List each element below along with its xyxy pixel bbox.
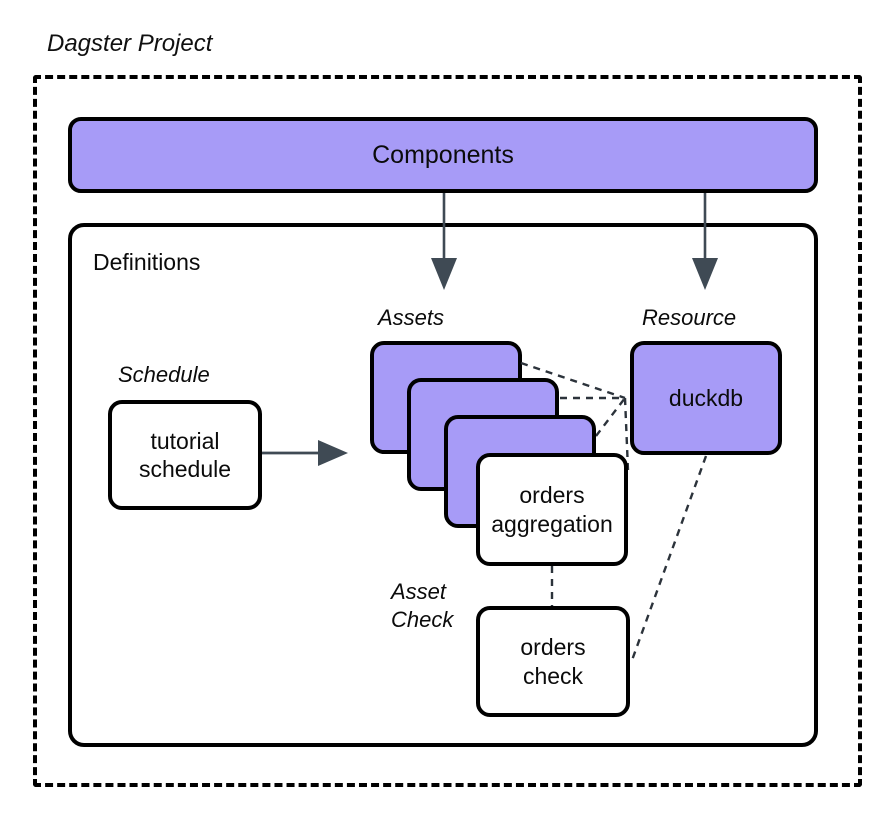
asset-check-group-label: Asset Check xyxy=(391,578,453,634)
asset-check-label-line1: Asset xyxy=(391,579,447,604)
orders-check-node[interactable]: orders check xyxy=(476,606,630,717)
tutorial-schedule-node[interactable]: tutorial schedule xyxy=(108,400,262,510)
definitions-label: Definitions xyxy=(93,249,201,275)
orders-aggregation-node[interactable]: orders aggregation xyxy=(476,453,628,566)
orders-check-label-line1: orders xyxy=(520,634,586,661)
resource-group-label: Resource xyxy=(642,305,737,330)
components-label: Components xyxy=(372,140,514,169)
orders-aggregation-label-line1: orders xyxy=(519,482,585,509)
components-node[interactable]: Components xyxy=(68,117,818,193)
tutorial-schedule-label-line2: schedule xyxy=(138,456,232,482)
schedule-group-label: Schedule xyxy=(118,362,210,387)
orders-aggregation-label-line2: aggregation xyxy=(491,510,613,537)
tutorial-schedule-label-line1: tutorial xyxy=(150,427,220,454)
project-title: Dagster Project xyxy=(47,30,213,57)
dagster-project-frame xyxy=(33,75,862,787)
assets-group-label: Assets xyxy=(378,305,445,330)
duckdb-label: duckdb xyxy=(668,384,744,411)
asset-check-label-line2: Check xyxy=(391,607,454,633)
duckdb-resource-node[interactable]: duckdb xyxy=(630,341,782,455)
orders-check-label-line2: check xyxy=(522,662,584,689)
